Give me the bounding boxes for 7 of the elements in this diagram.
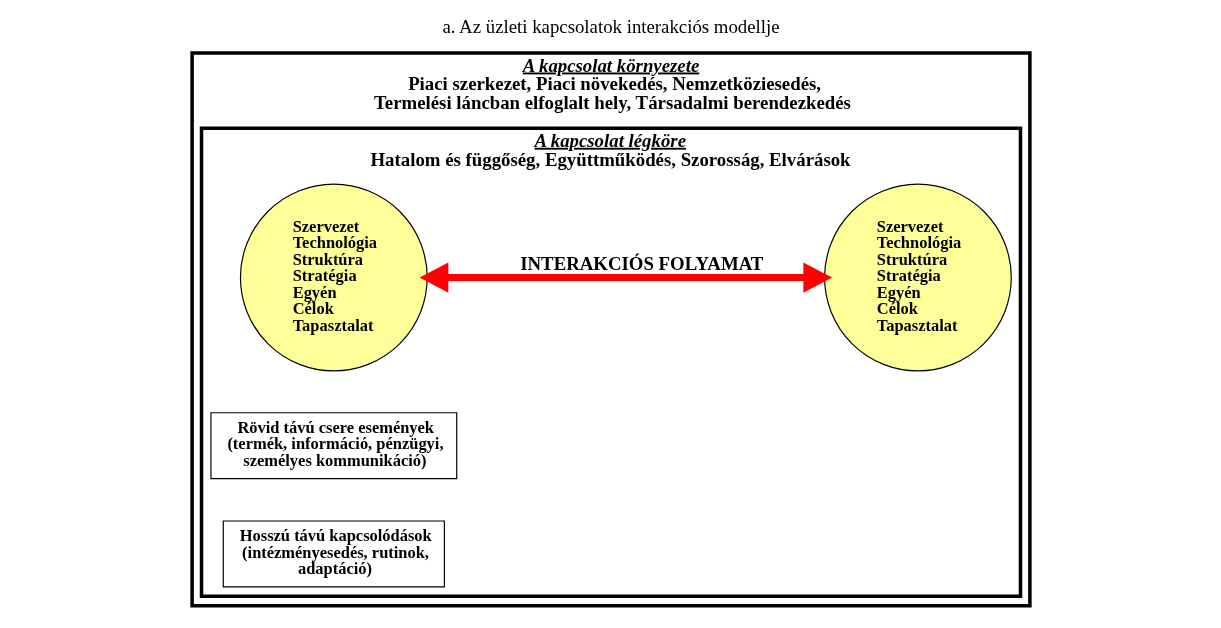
node-box: Rövid távú csere események (termék, információ, pénzügyi, személyes kommunikáció)	[209, 412, 457, 480]
node-circle: Szervezet Technológia Struktúra Stratégia Egyén Célok Tapasztalat	[823, 183, 1012, 372]
node-box: Hosszú távú kapcsolódások (intézményesedés, rutinok, adaptáció)	[222, 520, 445, 588]
edge-label: INTERAKCIÓS FOLYAMAT	[519, 253, 763, 275]
node-circle: Szervezet Technológia Struktúra Stratégia Egyén Célok Tapasztalat	[239, 183, 428, 372]
diagram-title: a. Az üzleti kapcsolatok interakciós modellje	[441, 15, 780, 37]
arrow	[419, 262, 832, 293]
